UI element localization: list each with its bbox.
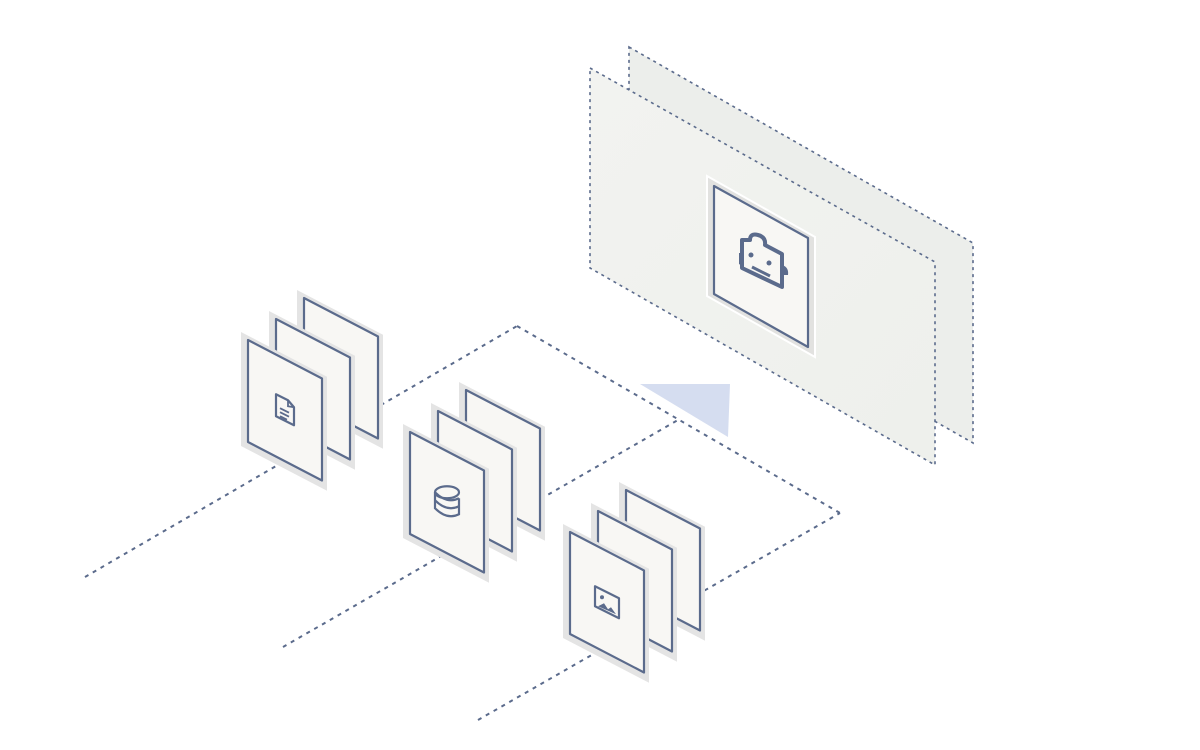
source-card-front [241,332,327,491]
accent-triangle [640,384,730,437]
document-icon [274,393,296,427]
guide-line [84,325,518,578]
robot-icon [739,232,789,289]
source-card-front [403,424,489,583]
database-icon [433,485,461,518]
source-stack-database[interactable] [403,382,545,583]
source-stack-image[interactable] [563,482,705,683]
source-stack-document[interactable] [241,290,383,491]
image-icon [593,585,621,620]
source-card-front [563,524,649,683]
agent-card[interactable] [706,174,816,359]
